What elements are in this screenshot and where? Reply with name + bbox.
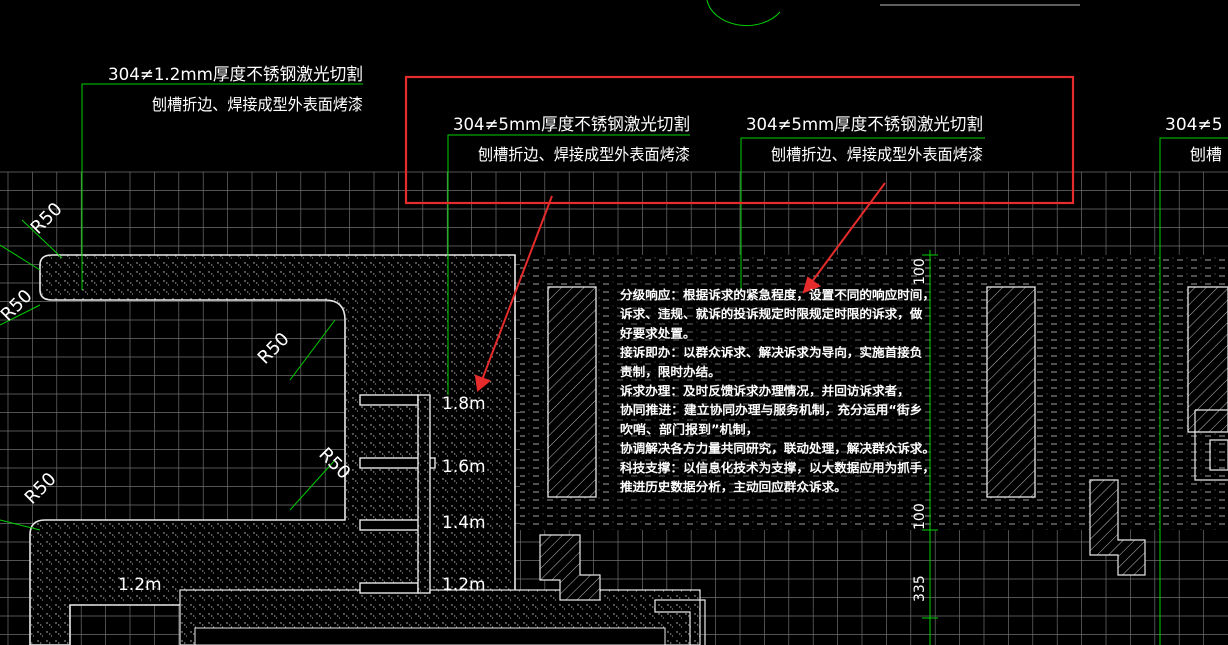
- dimension-label-v1: 100: [912, 258, 928, 285]
- radius-label-3: R50: [254, 329, 294, 369]
- panel-text-line: 责制，限时办结。: [620, 364, 721, 379]
- red-arrows: [474, 182, 886, 392]
- hatched-columns: [547, 286, 1228, 498]
- annotation-farright-line1: 304≠5: [1165, 115, 1223, 135]
- annotation-left-line2: 刨槽折边、焊接成型外表面烤漆: [152, 95, 363, 114]
- panel-text-line: 推进历史数据分析，主动回应群众诉求。: [620, 479, 847, 494]
- misc-shapes: [539, 409, 1228, 645]
- panel-text-line: 诉求、违规、就诉的投诉规定时限规定时限的诉求，做: [620, 306, 923, 321]
- annotation-right-line1: 304≠5mm厚度不锈钢激光切割: [746, 115, 983, 135]
- dimension-label-v2: 100: [912, 503, 928, 530]
- inner-black: [194, 627, 666, 645]
- top-arc: [706, 0, 781, 27]
- panel-text-line: 诉求办理：及时反馈诉求办理情况，并回访诉求者，: [620, 383, 910, 398]
- panel-text-line: 协同推进：建立协同办理与服务机制，充分运用“街乡: [620, 402, 922, 417]
- highlight-box: [404, 75, 1075, 205]
- dimension-label-3: 1.4m: [442, 513, 486, 533]
- dimension-label-1: 1.8m: [442, 394, 486, 414]
- panel-text-line: 科技支撑：以信息化技术为支撑，以大数据应用为抓手，: [620, 460, 935, 475]
- dotted-path: [29, 254, 516, 645]
- radius-label-5: R50: [21, 469, 61, 509]
- panel-text-line: 好要求处置。: [619, 325, 696, 340]
- panel-text-line: 分级响应：根据诉求的紧急程度，设置不同的响应时间，: [620, 287, 935, 302]
- dimension-label-v3: 335: [912, 575, 928, 602]
- panel-text-line: 接诉即办：以群众诉求、解决诉求为导向，实施首接负: [620, 345, 922, 360]
- annotation-right-line2: 刨槽折边、焊接成型外表面烤漆: [771, 145, 983, 164]
- leader-lines: [0, 83, 1228, 645]
- slots: [359, 394, 436, 594]
- dimension-label-2: 1.6m: [442, 457, 486, 477]
- annotation-left-line1: 304≠1.2mm厚度不锈钢激光切割: [108, 65, 363, 85]
- panel-text-line: 吹哨、部门报到”机制，: [620, 421, 759, 436]
- dimension-label-5: 1.2m: [118, 575, 162, 595]
- radius-label-2: R50: [0, 286, 37, 326]
- annotation-mid-line1: 304≠5mm厚度不锈钢激光切割: [453, 115, 690, 135]
- dimension-label-4: 1.2m: [442, 575, 486, 595]
- panel-text: 分级响应：根据诉求的紧急程度，设置不同的响应时间， 诉求、违规、就诉的投诉规定时限…: [619, 287, 935, 494]
- panel-text-line: 协调解决各方力量共同研究，联动处理，解决群众诉求。: [620, 441, 935, 456]
- text-panel-bg: [610, 278, 955, 510]
- dimension-line-vertical: [922, 250, 938, 645]
- annotation-mid-line2: 刨槽折边、焊接成型外表面烤漆: [478, 145, 690, 164]
- annotation-farright-line2: 刨槽: [1190, 145, 1222, 164]
